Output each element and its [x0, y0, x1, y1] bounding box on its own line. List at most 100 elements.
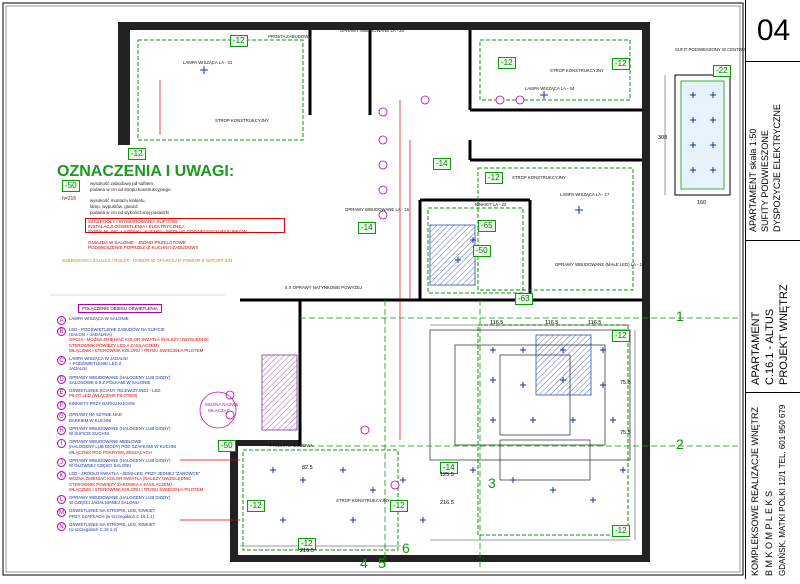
legend-text: OPRAWY WBUDOWANE (HALOGENY LUB DIODY)W S…: [69, 426, 170, 436]
dim-1: 116.5: [490, 320, 504, 326]
dim-2: 116.5: [545, 320, 559, 326]
dim-8: 216.5: [300, 548, 314, 554]
legend-side-note-2: WŁĄCZAĆ: [208, 408, 231, 413]
label-strop-2: STROP KONSTRUKCYJNY: [550, 68, 604, 73]
dim-11: 82.5: [302, 465, 313, 471]
legend-red-note-1: SZCZEGÓŁY I WYMIAROWANIA SUFITÓW,: [88, 219, 179, 224]
legend-red-note-2: INSTALACJI OŚWIETLENIA I ELEKTRYCZNEJ:: [88, 224, 185, 229]
legend-text: LED - ŹRÓDŁO ŚWIATŁA - SEMI-LED, PRZY JE…: [69, 471, 203, 492]
legend-line: WŁĄCZNIK I STEROWNIK KOLORU I TRYBU ŚWIE…: [69, 347, 204, 353]
hatched-tv-wall: [261, 354, 298, 431]
legend-line: OŚWIETLENIE NA STROPIE, LED, KINKIET: [69, 521, 156, 527]
ceiling-badge-3: -12: [498, 57, 516, 69]
legend-line: OPRAWY WBUDOWANE (HALOGENY LUB DIODY): [69, 495, 171, 500]
legend-text: OPRAWY WBUDOWANE (HALOGENY LUB DIODY)W G…: [69, 458, 170, 468]
legend-line: WŁĄCZNIK POD POKRYWĄ WISZĄCYCH: [69, 449, 152, 455]
legend-red-note-4: GNIAZDA W SALONIE - JEDNO PRZELOTOWE: [88, 240, 186, 245]
legend-line: W CZĘŚCI JADALNIANEJ SALONU: [69, 500, 139, 506]
label-strop-4: STROP KONSTRUKCYJNY: [336, 498, 390, 503]
legend-symbol: D: [57, 374, 66, 384]
axis-marker-3: 3: [488, 475, 496, 491]
legend-ceiling-note-2: podana w cm od stropu konstrukcyjnego: [90, 187, 171, 192]
company-line-2: B M K O M P L E K S: [764, 490, 774, 576]
label-lampa-1: LAMPA WISZĄCA LA - 01: [183, 60, 233, 65]
wall-south: [230, 555, 650, 562]
legend-symbol: L: [57, 495, 66, 504]
legend-symbol: C: [57, 356, 66, 365]
legend-symbol: F: [57, 401, 66, 411]
legend-line: OPRAWY WBUDOWANE MEBLOWE: [69, 439, 142, 445]
wall-east-lower: [642, 300, 650, 560]
ceiling-badge-16: -12: [612, 330, 630, 342]
legend-red-note-5: PODWIESZENIE POPRZEZ IZ KUCHNI I ZABUDOW…: [88, 245, 199, 250]
dimension-lines: [240, 75, 666, 547]
label-plan-note: 5 X OPRAWY NATYNKOWE POWYŻEJ: [285, 285, 363, 290]
legend-height-note-1: wysokość montażu kinkietu,: [90, 198, 146, 203]
legend-line: BARKIEM W KUCHNI: [69, 417, 112, 423]
legend-line: OPRAWY NA SZYNIE NAD: [69, 412, 122, 418]
axis-marker-6: 6: [402, 540, 410, 556]
plan-drawing: [2, 2, 744, 576]
legend-text: OŚWIETLENIE NA STROPIE, LED, KINKIET(w s…: [69, 522, 155, 532]
ceiling-badge-12: -50: [218, 440, 236, 452]
drawing-title-2: DYSPOZYCJE ELEKTRYCZNE: [772, 104, 782, 232]
ceiling-badge-18: -12: [298, 538, 316, 550]
legend-line: LED - PODŚWIETLENIE ZABUDÓW NA SUFICIE: [69, 327, 165, 332]
legend-text: OPRAWY WBUDOWANE (HALOGENY LUB DIODY)SAL…: [69, 375, 170, 385]
label-prosta-2: PROSTA ZABUDOWA: [270, 443, 313, 448]
ceiling-badge-17: -12: [612, 525, 630, 537]
ceiling-badge-9: -50: [473, 245, 491, 257]
legend-ceiling-note-1: wysokość zabudowy pd sufitem: [90, 181, 154, 186]
ceiling-badge-11: -65: [478, 220, 496, 232]
sheet-inner-frame: [5, 5, 741, 573]
legend-line: (SALON + JADALNIA): [69, 332, 112, 338]
title-divider-2: [746, 392, 800, 393]
ceiling-badge-6: -14: [433, 158, 451, 170]
label-oprawy-2: OPRAWY WBUDOWANE LA - 16: [345, 207, 410, 212]
legend-line: LED - ŹRÓDŁO ŚWIATŁA - SEMI-LED, PRZY JE…: [69, 471, 201, 477]
axis-marker-2: 2: [676, 436, 684, 452]
interior-walls: [240, 30, 642, 446]
legend-line: WŁĄCZNIK I STEROWNIK KOLORU I TRYBU ŚWIE…: [69, 486, 204, 492]
legend-line: OPRAWY WBUDOWANE (HALOGENY LUB DIODY): [69, 374, 171, 380]
ceiling-badge-14: -12: [390, 500, 408, 512]
legend-text: OPRAWY WBUDOWANE (HALOGENY LUB DIODY)W C…: [69, 495, 170, 505]
title-block: 04 APARTAMENT skala 1:50 SUFITY PODWIESZ…: [745, 0, 800, 579]
project-line-2: C.16.1 - ALTUS: [764, 308, 776, 385]
dim-7: 216.5: [440, 500, 454, 506]
title-divider-1: [746, 240, 800, 241]
ceiling-badge-5: -22: [713, 65, 731, 77]
label-lampa-2: LAMPA WISZĄCA LA - 04: [525, 86, 575, 91]
company-line-3: GDAŃSK, MATKI POLKI 12/1 TEL. 601 950 67…: [778, 404, 787, 576]
legend-side-note-1: MOŻNA NAZWĘ: [205, 402, 239, 407]
legend-title: OZNACZENIA I UWAGI:: [57, 163, 235, 180]
label-oprawy-1: OPRAWY WBUDOWANE LA - 20: [340, 28, 405, 33]
project-line-3: PROJEKT WNĘTRZ: [778, 284, 790, 385]
legend-red-box: [85, 218, 285, 233]
legend-symbol: K: [57, 471, 66, 481]
label-strop-3: STROP KONSTRUKCYJNY: [512, 175, 566, 180]
legend-line: KINKIETY PRZY BARKU KUCHNI: [69, 401, 135, 407]
wiring: [159, 80, 411, 521]
legend-symbol: I: [57, 439, 66, 449]
legend-line: JADALNI: [69, 366, 87, 372]
ceiling-badge-7: -14: [358, 222, 376, 234]
label-kinkiet: KINKIET LA - 22: [475, 202, 507, 207]
axis-marker-5: 5: [378, 555, 386, 571]
legend-symbol: H: [57, 425, 66, 435]
wall-east-upper: [642, 22, 650, 300]
legend-line: PILOT LED (WŁĄCZNIK PILOTEM): [69, 393, 138, 399]
dim-3: 116.5: [588, 320, 602, 326]
